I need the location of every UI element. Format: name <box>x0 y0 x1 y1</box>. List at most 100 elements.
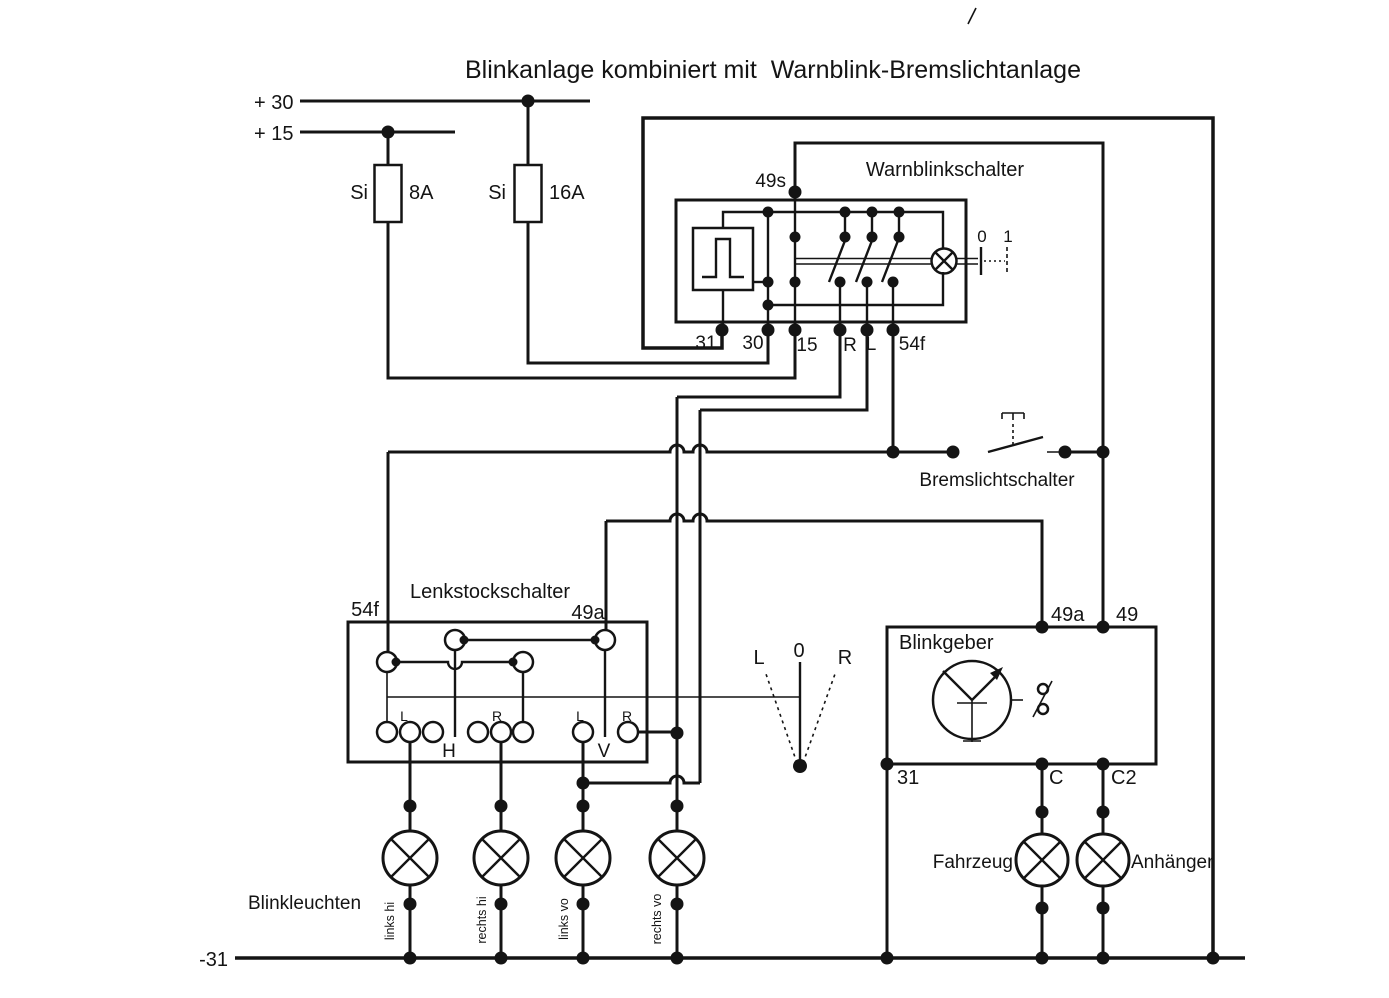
internal-bottom-rail <box>768 272 945 307</box>
power-rails: + 30 + 15 <box>254 92 590 145</box>
label-terminal-49s: 49s <box>755 171 786 192</box>
control-lamp-icon <box>930 247 958 275</box>
lamp-cross <box>1084 841 1122 879</box>
junction-dot <box>886 445 900 459</box>
ground-rail: -31 <box>199 949 1245 971</box>
terminal-dot-49 <box>1096 620 1110 634</box>
lamp-rechts-hi-icon <box>472 829 530 887</box>
control-lamp-cross <box>934 251 954 271</box>
wire-15-to-warnblinkschalter <box>386 222 797 380</box>
label-lenkstock-49a: 49a <box>571 602 605 624</box>
fuse-16a: Si 16A <box>488 101 770 365</box>
wire-49a-run <box>604 512 1044 630</box>
fuse-body-icon <box>373 163 403 224</box>
lamp-junction-dots <box>403 726 684 911</box>
wire-L-to-links-vo <box>583 774 700 785</box>
flasher-contact-blade <box>1032 680 1053 718</box>
warnblinkschalter: Warnblinkschalter 0 1 <box>674 159 1025 452</box>
motor-down-leg <box>957 700 987 742</box>
label-fuse8a-si: Si <box>350 182 368 204</box>
brake-switch-blade-icon <box>987 435 1044 454</box>
junction-dot <box>1096 805 1110 819</box>
label-terminal-54f: 54f <box>899 334 926 355</box>
internal-junction-dots <box>762 206 905 311</box>
label-contact-R-front: R <box>622 708 632 724</box>
wire-49s <box>793 141 1105 627</box>
label-terminal-31: 31 <box>695 333 716 354</box>
lamp-cross <box>657 838 697 878</box>
label-links-vo: links vo <box>557 898 571 940</box>
label-blinkgeber-C2: C2 <box>1111 767 1137 789</box>
label-position-0: 0 <box>977 227 986 246</box>
wire-31-ground-loop <box>641 116 1215 958</box>
wire-49a <box>606 512 1044 627</box>
blinkgeber-title: Blinkgeber <box>899 632 994 654</box>
motor-arm-arrow <box>971 674 998 701</box>
blinkgeber-box <box>885 625 1158 766</box>
terminal-dot-49a <box>1035 620 1049 634</box>
label-fahrzeug: Fahrzeug <box>933 852 1013 873</box>
bremslichtschalter: Bremslichtschalter <box>386 330 1110 652</box>
fuse-8a: Si 8A <box>350 132 797 380</box>
lenkstockschalter-title: Lenkstockschalter <box>410 581 570 603</box>
wiper-dot <box>508 657 518 667</box>
actuator-bar <box>795 257 978 265</box>
label-anhaenger: Anhänger <box>1131 852 1214 873</box>
control-lamps-right: Fahrzeug Anhänger <box>933 805 1214 915</box>
lever-right-line <box>802 673 836 764</box>
junction-dot <box>946 445 960 459</box>
label-contact-R-rear: R <box>492 708 502 724</box>
label-blinkgeber-31: 31 <box>897 767 919 789</box>
lever-indicator: L 0 R <box>753 640 852 773</box>
label-lever-R: R <box>838 647 852 669</box>
lamp-cross <box>1023 841 1061 879</box>
pulse-waveform-icon <box>702 237 744 279</box>
fuse-body-icon <box>513 163 543 224</box>
anhaenger-lamp-icon <box>1075 832 1131 888</box>
ground-junction-dots <box>403 951 1220 965</box>
junction-dot <box>1096 901 1110 915</box>
switch-blades-icon <box>827 237 901 283</box>
wire-49s-run: 49s <box>755 141 1105 627</box>
wiper-dot <box>590 635 600 645</box>
bremslichtschalter-label: Bremslichtschalter <box>919 470 1075 491</box>
label-contact-L-front: L <box>576 708 584 724</box>
label-position-1: 1 <box>1003 227 1012 246</box>
label-contact-L-rear: L <box>400 708 408 724</box>
lower-contacts <box>375 720 640 744</box>
wire-L <box>700 330 869 412</box>
label-rechts-vo: rechts vo <box>650 894 664 945</box>
label-fuse8a-rating: 8A <box>409 182 434 204</box>
lamp-rechts-vo-icon <box>648 829 706 887</box>
lenkstockschalter-box <box>346 620 649 764</box>
label-terminal-R: R <box>843 335 857 356</box>
blinkleuchten: Blinkleuchten links hi rechts hi links v… <box>248 726 706 958</box>
lamp-cross <box>390 838 430 878</box>
stray-scan-mark <box>967 7 977 25</box>
motor-arrow-head <box>990 667 1003 680</box>
lenkstockschalter: Lenkstockschalter 54f 49a L R L R H <box>346 581 800 764</box>
label-terminal-30: 30 <box>742 333 763 354</box>
label-group-H: H <box>442 741 456 762</box>
wire-54f-bus <box>388 443 953 454</box>
label-blinkleuchten: Blinkleuchten <box>248 893 361 914</box>
lamp-cross <box>563 838 603 878</box>
label-links-hi: links hi <box>383 902 397 940</box>
label-terminal-L: L <box>866 334 877 355</box>
lamp-cross <box>481 838 521 878</box>
brake-pedal-icon <box>1001 412 1025 420</box>
wire-30-to-warnblinkschalter <box>526 222 770 365</box>
lever-left-line <box>765 673 798 764</box>
pulse-generator-box <box>691 226 755 292</box>
lamp-links-vo-icon <box>554 829 612 887</box>
label-lenkstock-54f: 54f <box>351 599 379 621</box>
label-fuse16a-rating: 16A <box>549 182 585 204</box>
turn-signal-feed-wires <box>583 330 869 958</box>
warnblinkschalter-title: Warnblinkschalter <box>866 159 1025 181</box>
label-minus31: -31 <box>199 949 228 971</box>
junction-dot <box>1035 901 1049 915</box>
junction-dot <box>1058 445 1072 459</box>
label-rechts-hi: rechts hi <box>475 896 489 943</box>
label-lever-0: 0 <box>793 640 804 662</box>
